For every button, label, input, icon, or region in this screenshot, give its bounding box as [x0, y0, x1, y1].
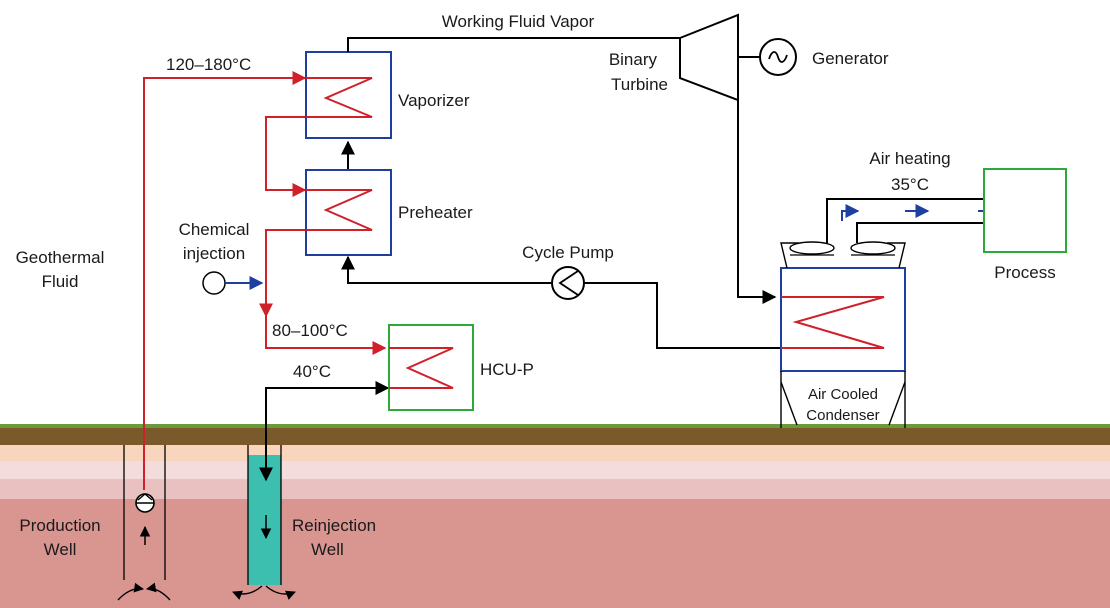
binary-turbine-label-2: Turbine: [611, 75, 668, 94]
air-temperature-label: 35°C: [891, 175, 929, 194]
generator-icon: [759, 38, 797, 76]
layer-clay: [0, 461, 1110, 479]
reinjection-well-label-2: Well: [311, 540, 344, 559]
preheater-exchanger: [305, 169, 392, 256]
grass-line: [0, 424, 1110, 428]
vaporizer-exchanger: [305, 51, 392, 139]
reinjection-well-label-1: Reinjection: [292, 516, 376, 535]
hcu-p-label: HCU-P: [480, 360, 534, 379]
production-well-label-2: Well: [44, 540, 77, 559]
air-cooled-condenser: [780, 241, 906, 428]
reinjection-water-column: [248, 455, 281, 585]
chemical-injection-label-1: Chemical: [179, 220, 250, 239]
condenser-fan-right: [850, 241, 896, 255]
reinjection-path: [259, 381, 390, 482]
process-label: Process: [994, 263, 1055, 282]
binary-turbine: [679, 13, 739, 102]
production-well-casing: [123, 445, 166, 580]
preheater-label: Preheater: [398, 203, 473, 222]
air-heating-label: Air heating: [869, 149, 950, 168]
reinjection-well-casing: [247, 445, 282, 585]
layer-mid: [0, 479, 1110, 499]
binary-turbine-label-1: Binary: [609, 50, 658, 69]
layer-deep-rock: [0, 499, 1110, 608]
geothermal-fluid-label-2: Fluid: [42, 272, 79, 291]
chemical-injection-point: [202, 271, 226, 295]
air-flow-arrows: [841, 204, 1003, 221]
process-box: [983, 168, 1067, 253]
condenser-label-2: Condenser: [806, 407, 879, 424]
geothermal-fluid-path: [143, 71, 387, 490]
mid-temperature-label: 80–100°C: [272, 321, 348, 340]
chemical-injection-label-2: injection: [183, 244, 245, 263]
inlet-temperature-label: 120–180°C: [166, 55, 251, 74]
generator-label: Generator: [812, 49, 889, 68]
hcu-p-exchanger: [388, 324, 474, 411]
reinjection-outflow-arrow-left: [232, 585, 263, 600]
vaporizer-label: Vaporizer: [398, 91, 470, 110]
geothermal-fluid-label-1: Geothermal: [16, 248, 105, 267]
soil-surface: [0, 428, 1110, 445]
outlet-temperature-label: 40°C: [293, 362, 331, 381]
production-inflow-arrow-left: [117, 582, 144, 601]
air-heating-duct: [826, 198, 983, 243]
working-fluid-loop: [341, 37, 780, 349]
ground-layers: [0, 424, 1110, 608]
working-fluid-vapor-label: Working Fluid Vapor: [442, 12, 595, 31]
production-well-label-1: Production: [19, 516, 100, 535]
downhole-pump-icon: [135, 493, 155, 513]
cycle-pump-label: Cycle Pump: [522, 243, 614, 262]
reinjection-outflow-arrow-right: [265, 585, 296, 600]
layer-sand: [0, 445, 1110, 461]
condenser-label-1: Air Cooled: [808, 386, 878, 403]
cycle-pump-icon: [551, 266, 585, 300]
production-inflow-arrow-right: [146, 582, 171, 601]
condenser-fan-left: [789, 241, 835, 255]
